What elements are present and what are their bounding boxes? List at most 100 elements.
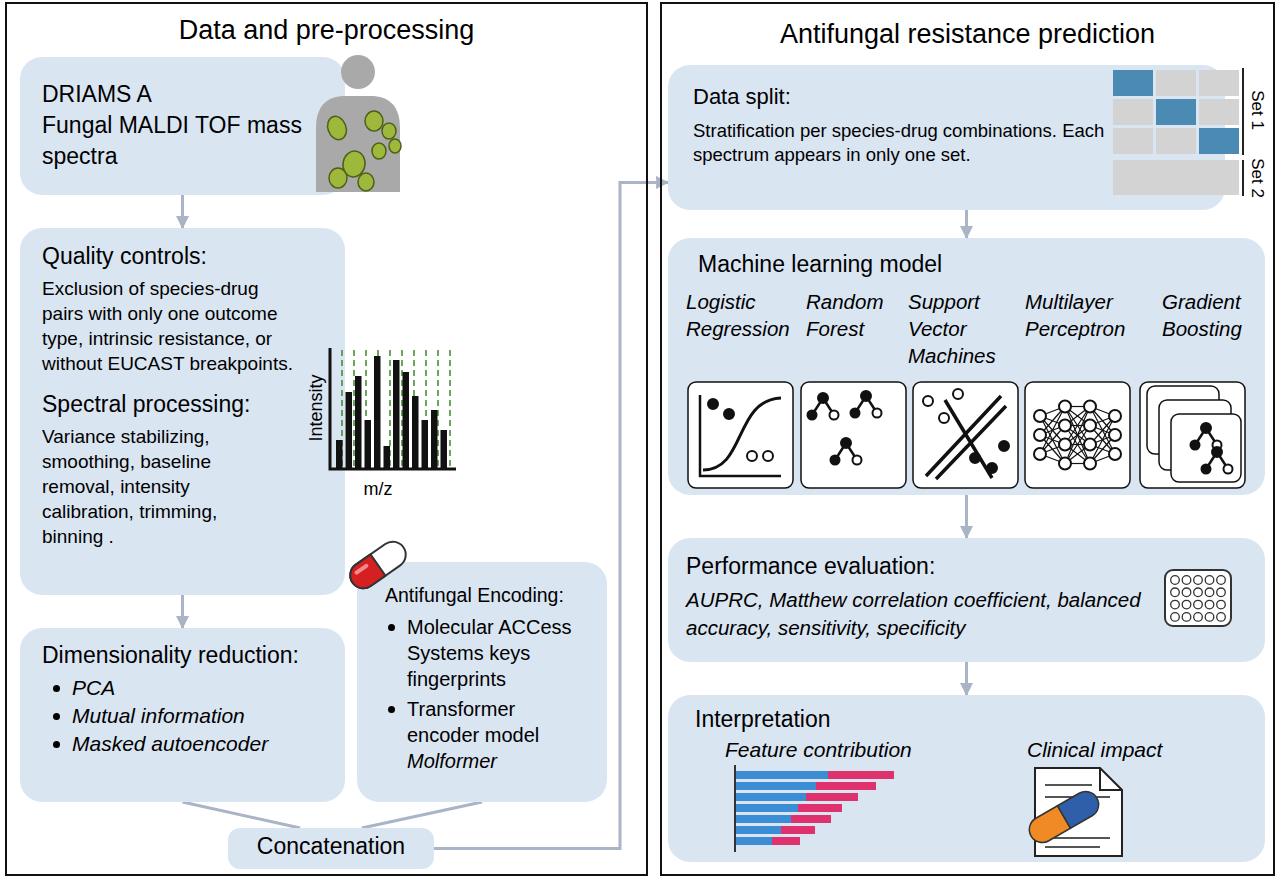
model-icon xyxy=(688,382,793,488)
model-icon xyxy=(1090,407,1115,436)
report-icon xyxy=(1045,784,1092,786)
box-text: Spectral processing: xyxy=(42,390,322,418)
well-plate-icon xyxy=(1194,613,1203,622)
spectrum-chart xyxy=(425,350,427,466)
model-icon xyxy=(1201,423,1211,433)
report-icon xyxy=(1025,768,1122,856)
box-text: Support Vector Machines xyxy=(908,288,1018,369)
model-icon xyxy=(1090,426,1115,436)
model-icon xyxy=(923,396,933,406)
spectrum-chart xyxy=(403,372,410,468)
spectrum-chart xyxy=(355,376,362,468)
model-icon xyxy=(970,453,980,463)
box-text: Feature contribution xyxy=(725,737,912,763)
model-icon xyxy=(830,411,839,420)
box-text: Masked autoencoder xyxy=(72,730,335,758)
box-text: Mutual information xyxy=(72,702,335,730)
box-text: AUPRC, Matthew correlation coefficient, … xyxy=(686,586,1156,642)
yeast-cell xyxy=(324,111,401,191)
box-heading: Concatenation xyxy=(234,831,428,862)
spectrum-chart xyxy=(437,350,439,466)
bullet-dot xyxy=(388,706,395,713)
pill-icon xyxy=(345,537,411,594)
well-plate-icon xyxy=(1205,588,1214,597)
spectrum-chart xyxy=(346,392,353,468)
box-heading: Machine learning model xyxy=(698,250,942,278)
model-icon xyxy=(1059,420,1071,432)
model-icon xyxy=(688,382,1245,488)
model-icon xyxy=(1059,458,1071,470)
box-heading: Performance evaluation: xyxy=(686,552,1255,580)
model-icon xyxy=(1084,401,1096,413)
model-icon xyxy=(855,396,877,413)
model-icon xyxy=(873,409,882,418)
model-icon xyxy=(1090,426,1115,455)
model-icon xyxy=(1065,407,1090,445)
split-matrix xyxy=(1156,70,1196,96)
model-icon xyxy=(1090,435,1115,445)
flow-arrow xyxy=(183,802,301,828)
flow-arrow xyxy=(181,195,184,228)
model-icon xyxy=(1084,458,1096,470)
model-icon xyxy=(1034,410,1046,422)
model-icon xyxy=(1059,439,1071,451)
feature-bar-chart xyxy=(734,765,736,852)
model-icon xyxy=(1025,382,1130,488)
model-icon xyxy=(926,396,1006,479)
model-icon xyxy=(1065,407,1090,464)
spectrum-chart xyxy=(431,410,438,468)
feature-bar-chart xyxy=(781,826,815,834)
box-text: Molformer xyxy=(407,748,587,774)
spectrum-chart xyxy=(374,356,381,468)
model-icon xyxy=(1040,416,1065,426)
spectrum-chart xyxy=(401,350,403,466)
well-plate-icon xyxy=(1217,588,1226,597)
box-text: Gradient Boosting xyxy=(1162,288,1262,342)
model-icon xyxy=(1090,416,1115,426)
model-icon xyxy=(1159,400,1231,470)
model-icon xyxy=(1191,441,1200,450)
box-text: Multilayer Perceptron xyxy=(1025,288,1155,342)
process-box: DRIAMS AFungal MALDI TOF mass spectra xyxy=(20,57,345,195)
well-plate-icon xyxy=(1194,588,1203,597)
model-icon xyxy=(853,456,862,465)
model-icon xyxy=(1202,465,1211,474)
model-icon xyxy=(939,413,949,423)
bullet-dot xyxy=(388,624,395,631)
flow-arrow xyxy=(965,495,968,538)
well-plate-icon xyxy=(1217,576,1226,585)
split-matrix xyxy=(1199,70,1239,96)
box-text: Stratification per species-drug combinat… xyxy=(693,119,1108,167)
report-icon xyxy=(1025,806,1071,848)
report-icon xyxy=(1058,787,1104,829)
flow-arrow xyxy=(362,802,482,828)
model-icon xyxy=(1040,407,1065,455)
model-icon xyxy=(1059,401,1071,413)
bullet-dot xyxy=(53,713,60,720)
model-icon xyxy=(1065,445,1090,464)
feature-bar-chart xyxy=(736,826,781,834)
model-icon xyxy=(1090,416,1115,464)
well-plate-icon xyxy=(1182,576,1191,585)
person-silhouette xyxy=(341,55,375,89)
split-matrix xyxy=(1156,128,1196,154)
feature-bar-chart xyxy=(816,782,876,790)
spectrum-chart xyxy=(377,350,379,466)
yeast-cell xyxy=(382,123,396,139)
model-icon xyxy=(1065,426,1090,464)
spectrum-chart xyxy=(412,396,419,468)
pill-icon xyxy=(345,554,385,593)
well-plate-icon xyxy=(1171,600,1180,609)
feature-bar-chart xyxy=(798,804,842,812)
set-label: Set 2 xyxy=(1247,158,1267,198)
process-box: Quality controls:Exclusion of species-dr… xyxy=(20,228,345,595)
model-icon xyxy=(1040,454,1065,464)
model-icon xyxy=(808,411,817,420)
well-plate-icon xyxy=(1171,613,1180,622)
model-icon xyxy=(1065,444,1090,445)
well-plate-icon xyxy=(1205,576,1214,585)
model-icon xyxy=(953,389,963,399)
model-icon xyxy=(1213,441,1222,450)
model-icon xyxy=(763,451,773,461)
